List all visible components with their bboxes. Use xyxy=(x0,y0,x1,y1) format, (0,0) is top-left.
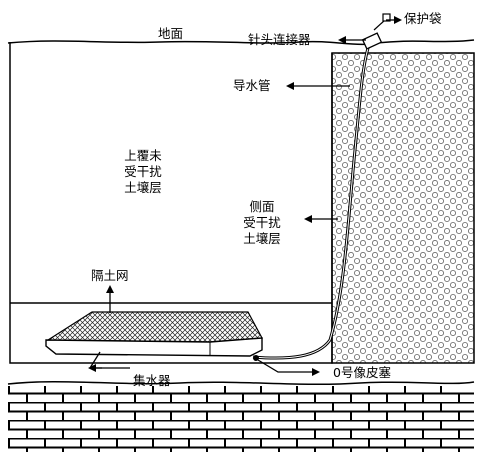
needle-connector xyxy=(361,32,383,50)
label-isolation-mesh: 隔土网 xyxy=(91,268,129,283)
pit-outline xyxy=(9,42,333,364)
protective-bag-icon xyxy=(382,13,391,22)
label-side-soil: 侧面 受干扰 土壤层 xyxy=(232,199,292,247)
label-drain-tube: 导水管 xyxy=(233,78,271,93)
collector-mesh-top xyxy=(45,311,263,343)
ground-line xyxy=(7,39,475,46)
label-collector: 集水器 xyxy=(133,373,171,388)
label-side-soil-line-1: 侧面 xyxy=(249,199,275,214)
side-soil-region xyxy=(331,52,475,364)
label-rubber-plug: 0号像皮塞 xyxy=(333,365,391,380)
label-protective-bag: 保护袋 xyxy=(404,11,442,26)
arrow-rubber-plug xyxy=(257,359,320,376)
bedrock-bricks xyxy=(8,386,474,452)
rubber-plug xyxy=(253,355,259,361)
bedrock-top-line xyxy=(7,380,475,386)
label-overlying-soil-line-3: 土壤层 xyxy=(124,180,162,195)
label-needle-connector: 针头连接器 xyxy=(248,32,311,47)
label-ground: 地面 xyxy=(158,26,184,41)
label-side-soil-line-2: 受干扰 xyxy=(243,215,281,230)
collector-body xyxy=(45,337,263,357)
label-overlying-soil: 上覆未 受干扰 土壤层 xyxy=(113,148,173,196)
label-overlying-soil-line-1: 上覆未 xyxy=(124,148,162,163)
label-overlying-soil-line-2: 受干扰 xyxy=(124,164,162,179)
label-side-soil-line-3: 土壤层 xyxy=(243,231,281,246)
